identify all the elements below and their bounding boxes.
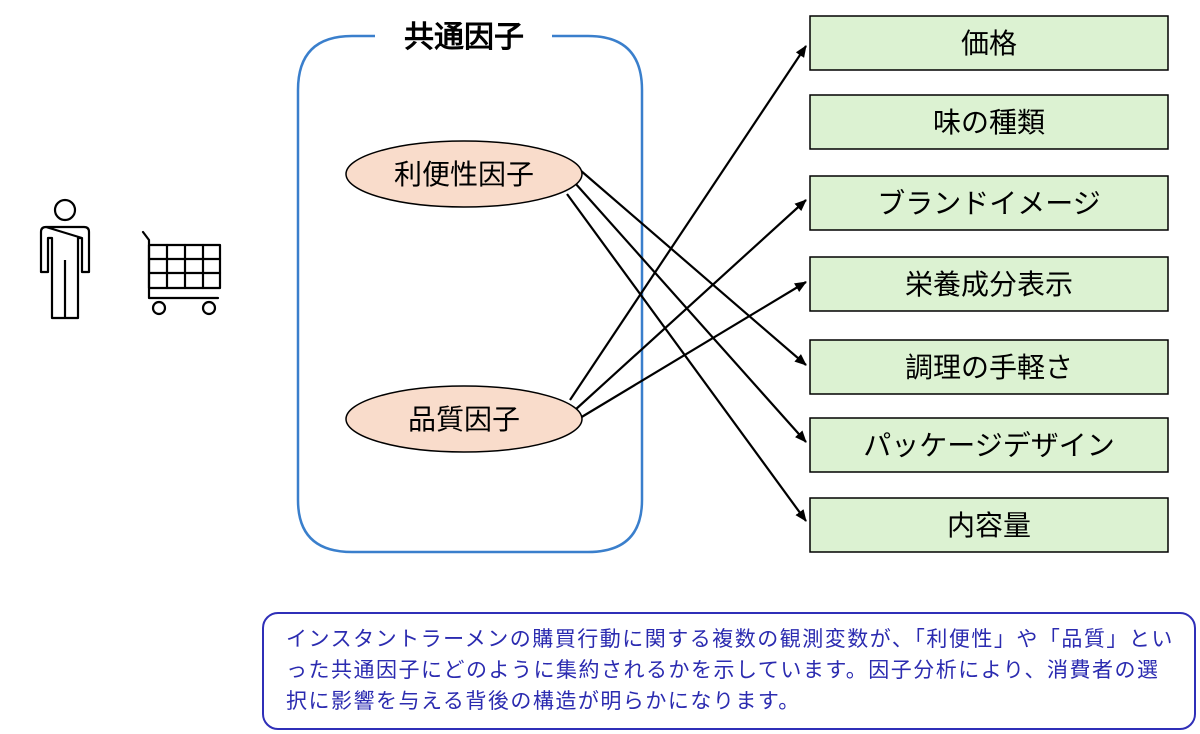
variable-label: 内容量	[947, 509, 1031, 542]
arrow-convenience-cooking	[579, 169, 807, 366]
variable-node-volume: 内容量	[809, 497, 1169, 553]
variable-box	[809, 94, 1169, 150]
variable-label: 味の種類	[933, 106, 1045, 139]
variable-label: パッケージデザイン	[863, 429, 1114, 462]
explanation-note: インスタントラーメンの購買行動に関する複数の観測変数が、「利便性」や「品質」とい…	[262, 612, 1196, 730]
arrow-quality-brand	[574, 199, 807, 411]
variable-label: ブランドイメージ	[877, 187, 1100, 220]
variable-box	[809, 417, 1169, 473]
factor-node-convenience: 利便性因子	[345, 140, 583, 208]
explanation-text: インスタントラーメンの購買行動に関する複数の観測変数が、「利便性」や「品質」とい…	[286, 627, 1174, 713]
factor-loading-arrows	[566, 45, 807, 522]
variable-node-nutrition: 栄養成分表示	[809, 256, 1169, 312]
arrow-convenience-volume	[566, 193, 807, 522]
factor-label: 品質因子	[408, 403, 520, 436]
factor-ellipse	[345, 140, 583, 208]
variable-node-brand: ブランドイメージ	[809, 175, 1169, 231]
arrow-quality-nutrition	[579, 281, 807, 419]
variable-box	[809, 497, 1169, 553]
group-border	[296, 34, 644, 554]
variable-box	[809, 15, 1169, 71]
variable-box	[809, 256, 1169, 312]
variable-node-flavor: 味の種類	[809, 94, 1169, 150]
variable-label: 調理の手軽さ	[905, 351, 1073, 384]
variable-box	[809, 175, 1169, 231]
arrow-quality-price	[569, 45, 807, 401]
variable-label: 価格	[961, 27, 1017, 60]
factor-diagram: 共通因子 利便性因子 品質因子 価格 味の種類 ブランドイメージ 栄養成分表示 …	[39, 15, 1169, 554]
factor-label: 利便性因子	[394, 158, 534, 191]
variable-label: 栄養成分表示	[905, 268, 1073, 301]
factor-node-quality: 品質因子	[345, 385, 583, 453]
person-icon	[39, 198, 91, 320]
variable-box	[809, 339, 1169, 395]
variable-node-price: 価格	[809, 15, 1169, 71]
arrow-convenience-package	[574, 182, 807, 443]
group-title: 共通因子	[404, 20, 524, 55]
factor-ellipse	[345, 385, 583, 453]
variable-node-cooking: 調理の手軽さ	[809, 339, 1169, 395]
shopping-cart-icon	[141, 230, 222, 316]
common-factor-group: 共通因子	[296, 20, 644, 554]
variable-node-package: パッケージデザイン	[809, 417, 1169, 473]
